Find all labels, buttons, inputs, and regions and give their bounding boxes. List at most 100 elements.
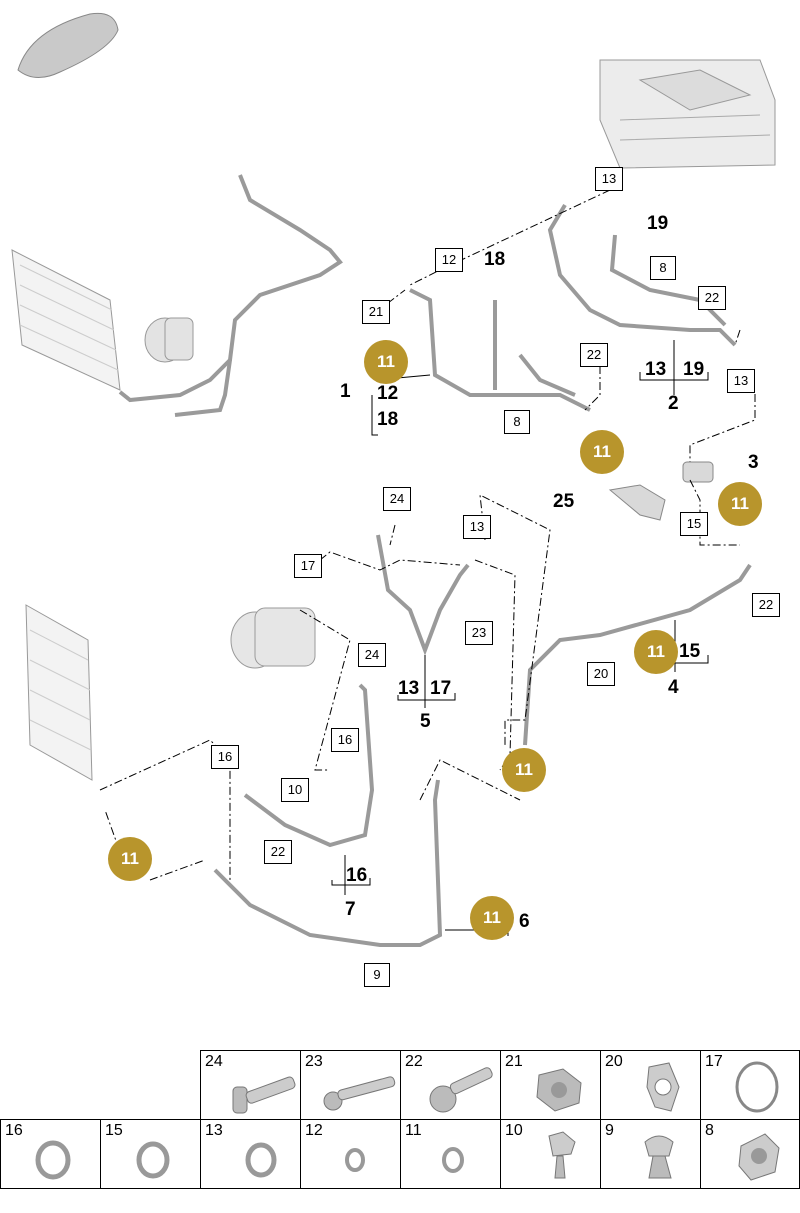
clip-icon bbox=[548, 1131, 576, 1179]
bolt-icon bbox=[429, 1067, 493, 1113]
callout-6: 6 bbox=[519, 911, 530, 932]
callout-25: 25 bbox=[553, 491, 575, 512]
compressor-lower bbox=[230, 607, 316, 669]
part-cell-11: 11 bbox=[400, 1119, 501, 1189]
callout-box-21: 21 bbox=[362, 300, 390, 324]
badge-11-a: 11 bbox=[364, 340, 408, 384]
o-ring-icon bbox=[136, 1141, 170, 1179]
badge-11-e: 11 bbox=[502, 748, 546, 792]
part-number: 13 bbox=[205, 1122, 223, 1139]
part-cell-10: 10 bbox=[500, 1119, 601, 1189]
o-ring-icon bbox=[245, 1142, 277, 1178]
callout-3: 3 bbox=[748, 452, 759, 473]
part-number: 20 bbox=[605, 1053, 623, 1070]
callout-box-22-c: 22 bbox=[752, 593, 780, 617]
callout-box-20: 20 bbox=[587, 662, 615, 686]
o-ring-icon bbox=[35, 1140, 71, 1180]
clip-icon bbox=[646, 1062, 680, 1112]
part-cell-17: 17 bbox=[700, 1050, 800, 1120]
car-icon bbox=[17, 12, 119, 78]
badge-11-c: 11 bbox=[718, 482, 762, 526]
callout-box-13-mid: 13 bbox=[463, 515, 491, 539]
bolt-icon bbox=[232, 1076, 296, 1114]
callout-box-17: 17 bbox=[294, 554, 322, 578]
diagram-drawing bbox=[11, 12, 776, 947]
callout-13-group: 13 bbox=[645, 359, 667, 380]
bolt-icon bbox=[323, 1076, 396, 1111]
callout-box-13-top: 13 bbox=[595, 167, 623, 191]
callout-18-upper: 18 bbox=[484, 249, 506, 270]
callout-4: 4 bbox=[668, 677, 679, 698]
o-ring-icon bbox=[442, 1147, 464, 1173]
badge-11-f: 11 bbox=[108, 837, 152, 881]
part-number: 21 bbox=[505, 1053, 523, 1070]
callout-17-lower: 17 bbox=[430, 678, 452, 699]
condenser-lower bbox=[25, 604, 93, 781]
callout-1: 1 bbox=[340, 381, 351, 402]
parts-table: 24 23 22 21 20 17 16 15 13 12 11 bbox=[0, 1050, 800, 1190]
badge-11-b: 11 bbox=[580, 430, 624, 474]
ring-icon bbox=[735, 1061, 779, 1113]
callout-5: 5 bbox=[420, 711, 431, 732]
callout-box-12: 12 bbox=[435, 248, 463, 272]
o-ring-icon bbox=[345, 1148, 365, 1172]
callout-box-16-a: 16 bbox=[331, 728, 359, 752]
part-cell-22: 22 bbox=[400, 1050, 501, 1120]
callout-12: 12 bbox=[377, 383, 399, 404]
part-cell-23: 23 bbox=[300, 1050, 401, 1120]
callout-2: 2 bbox=[668, 393, 679, 414]
callout-box-24-a: 24 bbox=[383, 487, 411, 511]
part-cell-9: 9 bbox=[600, 1119, 701, 1189]
expansion-valve bbox=[608, 461, 714, 521]
callout-7: 7 bbox=[345, 899, 356, 920]
part-number: 12 bbox=[305, 1122, 323, 1139]
compressor-upper bbox=[144, 317, 194, 363]
part-cell-24: 24 bbox=[200, 1050, 301, 1120]
clip-icon bbox=[738, 1133, 780, 1181]
callout-box-13-right: 13 bbox=[727, 369, 755, 393]
part-cell-8: 8 bbox=[700, 1119, 800, 1189]
part-number: 11 bbox=[405, 1122, 422, 1139]
nut-icon bbox=[536, 1068, 582, 1112]
part-number: 8 bbox=[705, 1122, 714, 1139]
callout-16-lower: 16 bbox=[346, 865, 368, 886]
part-number: 24 bbox=[205, 1053, 223, 1070]
callout-13-lower: 13 bbox=[398, 678, 420, 699]
part-cell-21: 21 bbox=[500, 1050, 601, 1120]
callout-19-group: 19 bbox=[683, 359, 705, 380]
part-number: 22 bbox=[405, 1053, 423, 1070]
callout-box-22-d: 22 bbox=[264, 840, 292, 864]
upper-hoses bbox=[118, 174, 737, 417]
part-number: 17 bbox=[705, 1053, 723, 1070]
part-cell-20: 20 bbox=[600, 1050, 701, 1120]
callout-box-23: 23 bbox=[465, 621, 493, 645]
part-cell-13: 13 bbox=[200, 1119, 301, 1189]
part-number: 16 bbox=[5, 1122, 23, 1139]
part-number: 10 bbox=[505, 1122, 523, 1139]
callout-box-10: 10 bbox=[281, 778, 309, 802]
callout-box-8-b: 8 bbox=[650, 256, 676, 280]
leader-lines bbox=[99, 189, 756, 881]
badge-11-g: 11 bbox=[470, 896, 514, 940]
part-cell-16: 16 bbox=[0, 1119, 101, 1189]
part-number: 23 bbox=[305, 1053, 323, 1070]
part-number: 15 bbox=[105, 1122, 123, 1139]
callout-box-22-a: 22 bbox=[580, 343, 608, 367]
evaporator-unit bbox=[599, 59, 776, 169]
callout-box-8-a: 8 bbox=[504, 410, 530, 434]
callout-15: 15 bbox=[679, 641, 701, 662]
part-number: 9 bbox=[605, 1122, 614, 1139]
callout-box-15: 15 bbox=[680, 512, 708, 536]
callout-18-lower: 18 bbox=[377, 409, 399, 430]
callout-box-9: 9 bbox=[364, 963, 390, 987]
exploded-parts-diagram: 13 12 21 8 22 8 22 13 24 13 17 23 15 22 … bbox=[11, 12, 780, 987]
condenser-upper bbox=[11, 249, 121, 391]
callout-box-16-b: 16 bbox=[211, 745, 239, 769]
callout-box-22-b: 22 bbox=[698, 286, 726, 310]
callout-19-upper: 19 bbox=[647, 213, 669, 234]
lower-hoses bbox=[213, 534, 752, 947]
callout-box-24-b: 24 bbox=[358, 643, 386, 667]
clip-icon bbox=[644, 1135, 674, 1179]
badge-11-d: 11 bbox=[634, 630, 678, 674]
part-cell-15: 15 bbox=[100, 1119, 201, 1189]
